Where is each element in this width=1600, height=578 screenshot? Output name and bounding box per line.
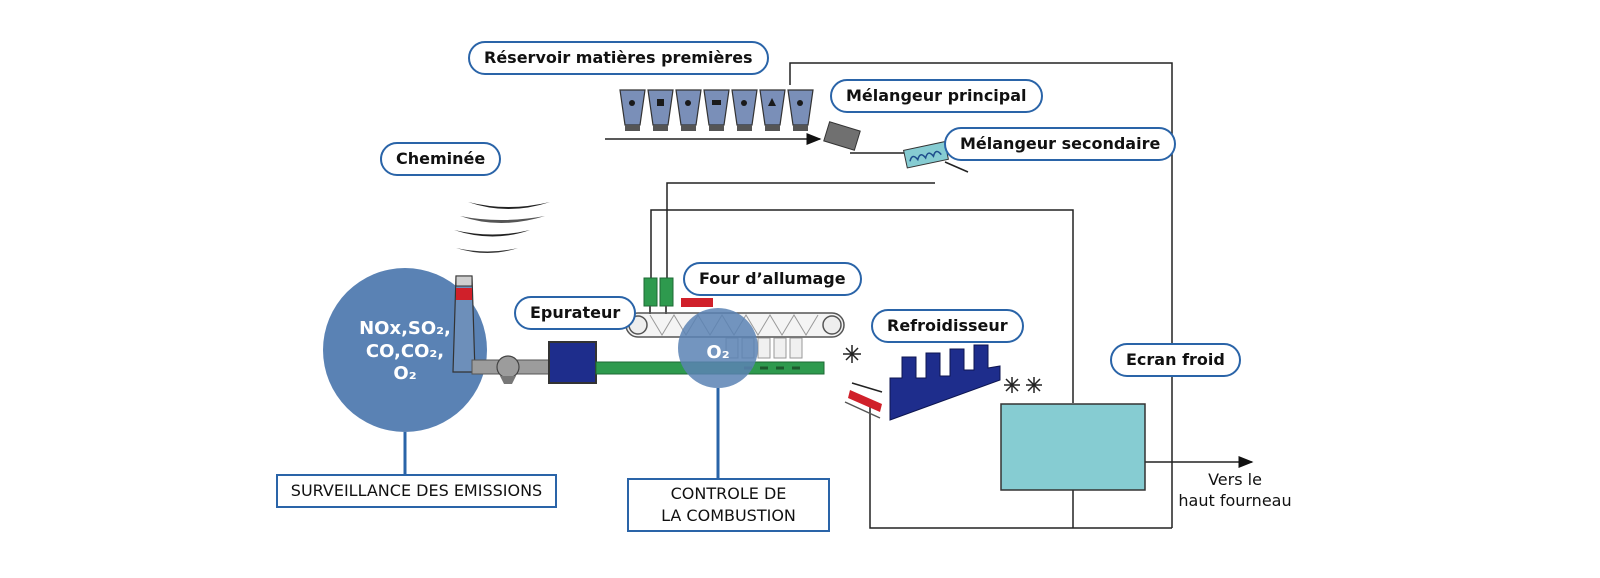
secondary-mixer-drum <box>902 141 949 169</box>
feed-line-inner <box>666 182 935 278</box>
process-lines <box>605 62 1254 529</box>
emissions-monitoring-circle <box>323 268 487 432</box>
monitoring-connectors <box>403 388 720 478</box>
box-emissions-monitoring: SURVEILLANCE DES EMISSIONS <box>276 474 557 508</box>
hopper <box>703 89 730 131</box>
hopper <box>647 89 674 131</box>
cold-screen-return-line <box>789 62 1173 528</box>
label-primary-mixer: Mélangeur principal <box>830 79 1043 113</box>
combustion-gas-text: O₂ <box>706 342 730 363</box>
emissions-gases-text: NOx,SO₂, CO,CO₂, O₂ <box>340 318 470 386</box>
box-combustion-control: CONTROLE DE LA COMBUSTION <box>627 478 830 532</box>
feed-line-outer <box>650 209 1074 403</box>
output-line-2: haut fourneau <box>1178 490 1292 510</box>
emissions-line-3: O₂ <box>393 363 417 384</box>
smoke-plumes <box>454 202 550 253</box>
label-ignition-furnace: Four d’allumage <box>683 262 862 296</box>
label-secondary-mixer: Mélangeur secondaire <box>944 127 1177 161</box>
emissions-line-1: NOx,SO₂, <box>359 318 451 339</box>
label-chimney: Cheminée <box>380 142 502 176</box>
output-destination-text: Vers le haut fourneau <box>1164 470 1306 512</box>
cooler-fans-icon <box>1004 377 1042 393</box>
label-scrubber: Epurateur <box>514 296 637 330</box>
ignition-burners <box>643 277 713 314</box>
combustion-control-circle <box>678 308 758 388</box>
discharge-chute <box>848 390 882 412</box>
label-cooler: Refroidisseur <box>871 309 1024 343</box>
cold-screen-unit <box>1000 403 1146 491</box>
return-bottom-line <box>869 400 1172 529</box>
hopper <box>787 89 814 131</box>
primary-mixer-drum <box>823 121 861 151</box>
combustion-control-line-1: CONTROLE DE <box>670 484 787 503</box>
scrubber-unit <box>548 341 597 384</box>
exhaust-fan <box>496 355 520 379</box>
chute-lip <box>844 401 881 419</box>
cooler-grate <box>889 344 1001 421</box>
output-line-1: Vers le <box>1208 470 1262 489</box>
emissions-line-2: CO,CO₂, <box>365 340 445 362</box>
hopper <box>675 89 702 131</box>
raw-material-hoppers <box>619 89 814 131</box>
cooling-fan-icon <box>843 345 861 363</box>
hopper <box>731 89 758 131</box>
hopper <box>619 89 646 131</box>
label-cold-screen: Ecran froid <box>1110 343 1241 377</box>
label-reservoir: Réservoir matières premières <box>468 41 769 75</box>
combustion-control-line-2: LA COMBUSTION <box>661 506 796 526</box>
discharge-line <box>851 382 883 393</box>
hopper <box>759 89 786 131</box>
fan-base <box>500 376 516 384</box>
chimney <box>452 275 476 373</box>
mixer-secondary-outlet <box>944 161 969 173</box>
